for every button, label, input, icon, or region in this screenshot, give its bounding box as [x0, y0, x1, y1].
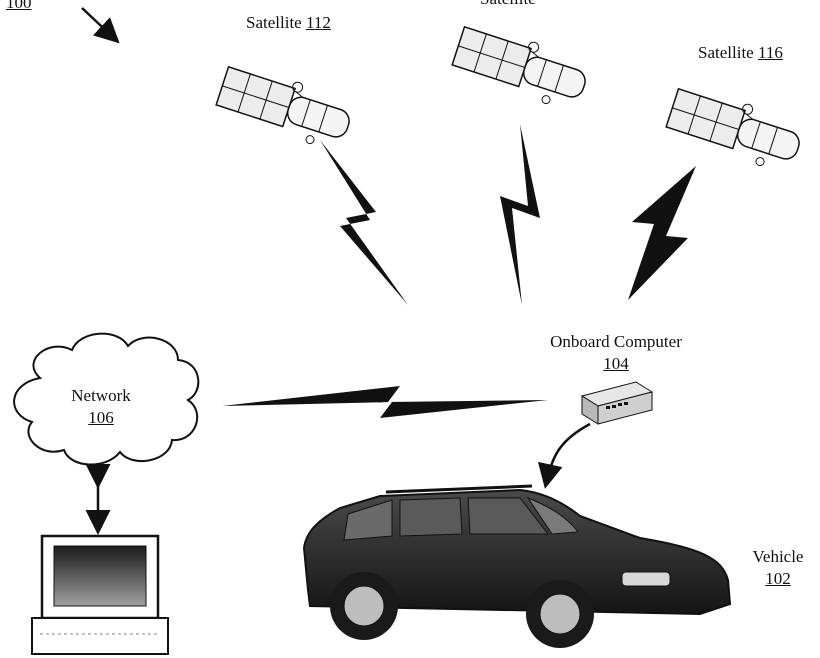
satellite-icon [451, 25, 586, 105]
onboard-computer-label: Onboard Computer 104 [536, 331, 696, 375]
satellite-name: Satellite [698, 43, 754, 62]
network-cloud-icon [13, 332, 200, 466]
figure-ref-arrow [81, 7, 120, 44]
vehicle-ref: 102 [765, 569, 791, 588]
computer-terminal-icon [31, 534, 169, 655]
satellite-label-top: Satellite [480, 0, 536, 10]
wireless-link-icon [628, 166, 696, 300]
network-name: Network [71, 386, 131, 405]
network-label: Network 106 [56, 385, 146, 429]
satellite-label-116: Satellite 116 [698, 42, 783, 64]
onboard-computer-name: Onboard Computer [550, 332, 682, 351]
wireless-link-icon [500, 124, 540, 305]
satellite-label-112: Satellite 112 [246, 12, 331, 34]
vehicle-label: Vehicle 102 [740, 546, 816, 590]
vehicle-name: Vehicle [752, 547, 804, 566]
satellite-name: Satellite [246, 13, 302, 32]
onboard-computer-ref: 104 [603, 354, 629, 373]
vehicle-icon [302, 484, 732, 648]
satellite-name: Satellite [480, 0, 536, 8]
wireless-link-icon [320, 140, 408, 305]
computer-vehicle-arrow [537, 422, 591, 489]
satellite-ref: 116 [757, 43, 783, 62]
wireless-link-icon [222, 386, 548, 418]
satellite-icon [215, 65, 350, 145]
network-ref: 106 [88, 408, 114, 427]
satellite-ref: 112 [305, 13, 331, 32]
figure-reference: 100 [6, 0, 32, 12]
onboard-computer-icon [580, 381, 654, 425]
satellite-icon [665, 87, 800, 167]
